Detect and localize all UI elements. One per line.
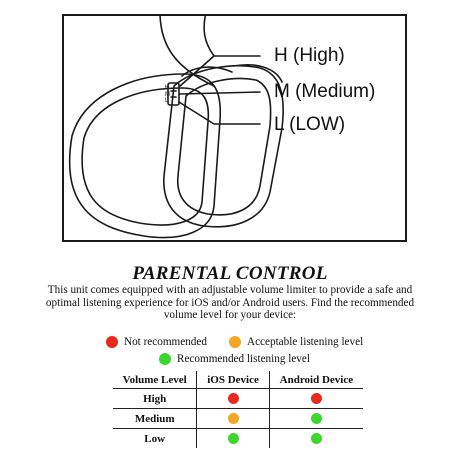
row-level-label: High	[143, 392, 167, 405]
status-dot-icon	[310, 393, 322, 405]
table-row: Medium	[113, 408, 363, 429]
switch-label-m: M	[165, 92, 170, 98]
status-dot-icon	[310, 413, 322, 425]
status-dot-icon	[227, 413, 239, 425]
switch-label-l: L	[165, 98, 169, 104]
header-android-device: Android Device	[268, 371, 363, 389]
table-header-row: Volume Level iOS Device Android Device	[113, 371, 363, 389]
intro-paragraph: This unit comes equipped with an adjusta…	[45, 284, 415, 322]
status-dot-icon	[227, 393, 239, 405]
header-volume-level: Volume Level	[122, 373, 187, 386]
row-level-label: Low	[144, 432, 166, 445]
legend-acceptable: Acceptable listening level	[229, 335, 363, 349]
legend-label: Recommended listening level	[177, 353, 310, 365]
table-row: Low	[113, 428, 363, 448]
orange-dot-icon	[229, 336, 241, 348]
volume-level-table: Volume Level iOS Device Android Device H…	[113, 371, 363, 448]
legend-label: Acceptable listening level	[247, 336, 364, 348]
callout-high: H (High)	[274, 45, 345, 66]
status-dot-icon	[227, 433, 239, 445]
legend-recommended: Recommended listening level	[159, 352, 310, 366]
callout-medium: M (Medium)	[274, 81, 376, 102]
callout-low: L (LOW)	[274, 114, 346, 135]
switch-label-h: H	[165, 85, 169, 91]
header-ios-device: iOS Device	[196, 371, 270, 389]
page-title: PARENTAL CONTROL	[132, 263, 328, 284]
row-level-label: Medium	[134, 412, 175, 425]
table-row: High	[113, 388, 363, 409]
status-dot-icon	[310, 433, 322, 445]
green-dot-icon	[159, 353, 171, 365]
legend-label: Not recommended	[124, 336, 207, 348]
headphone-drawing: LMH	[68, 16, 284, 239]
red-dot-icon	[106, 336, 118, 348]
legend-not-recommended: Not recommended	[106, 335, 207, 349]
